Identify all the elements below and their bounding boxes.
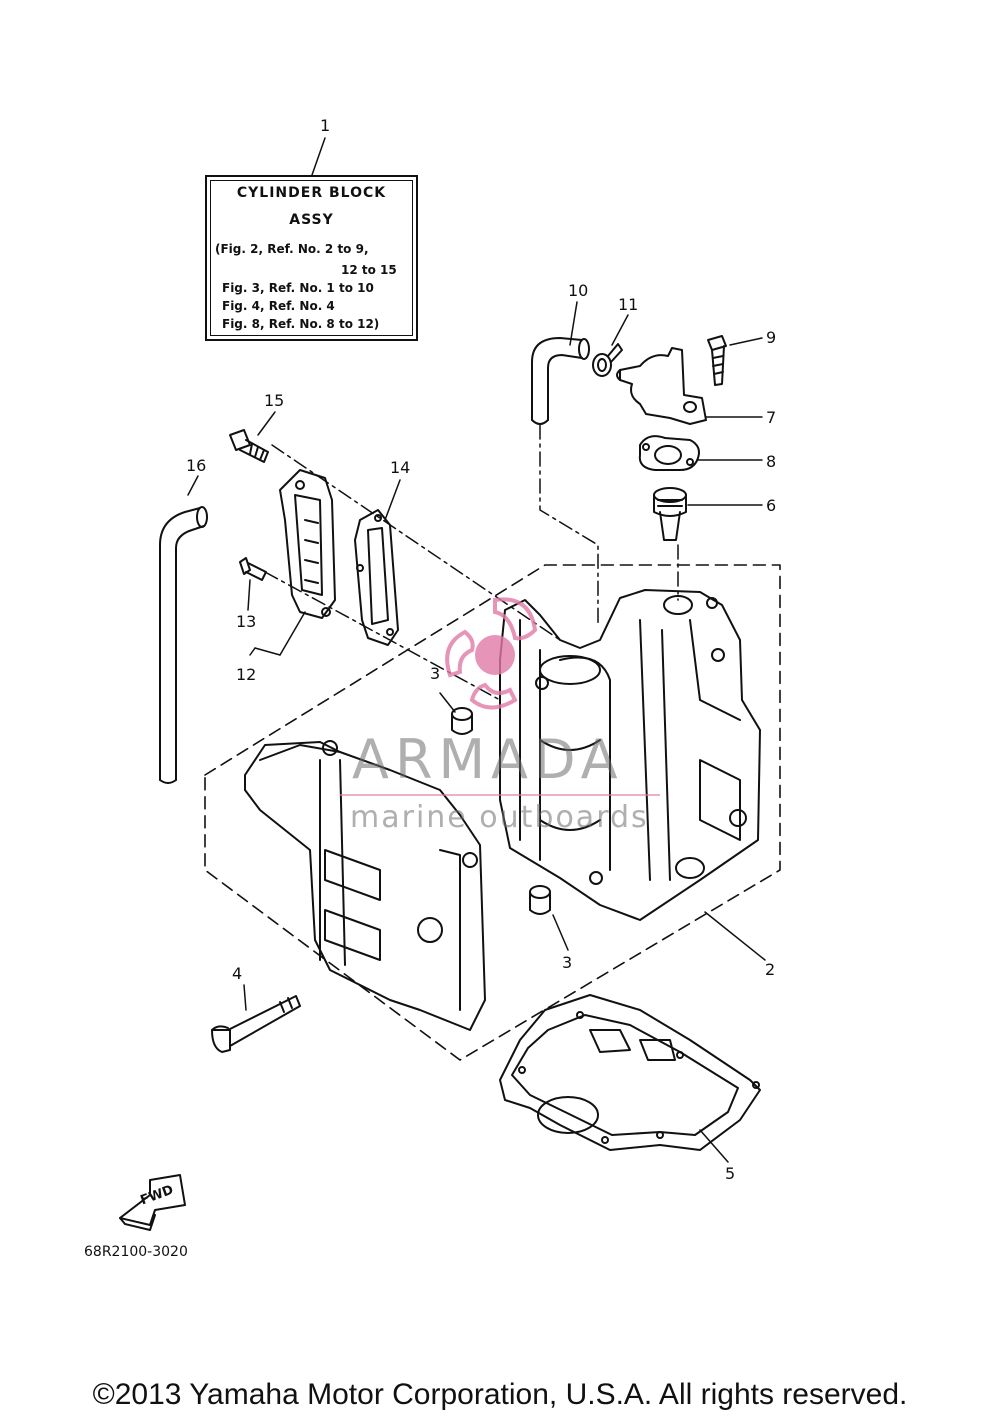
assy-ref-line: Fig. 8, Ref. No. 8 to 12): [222, 317, 380, 331]
callout-4: 4: [232, 964, 243, 983]
exhaust-cover-part-12: [279, 469, 336, 619]
assembly-dashed-outline: [204, 564, 781, 1061]
clip-part-11: [592, 343, 623, 377]
callout-9: 9: [766, 328, 777, 347]
hose-part-10: [531, 337, 590, 425]
callout-3-lower: 3: [562, 953, 573, 972]
assy-title-line1: CYLINDER BLOCK: [236, 185, 387, 201]
watermark-brand: ARMADA: [352, 728, 624, 791]
callout-6: 6: [766, 496, 777, 515]
bolt-part-15: [229, 429, 269, 463]
bolt-part-9: [707, 335, 727, 386]
thermostat-cover-part-7: [616, 347, 707, 425]
gasket-part-8: [638, 435, 700, 471]
assembly-info-box: CYLINDER BLOCK ASSY (Fig. 2, Ref. No. 2 …: [205, 175, 418, 341]
exhaust-gasket-part-14: [354, 509, 399, 646]
diagram-part-number: 68R2100-3020: [84, 1244, 188, 1260]
callout-12: 12: [236, 665, 257, 684]
crankcase-half: [244, 740, 486, 1031]
callout-14: 14: [390, 458, 411, 477]
assy-ref-line: Fig. 3, Ref. No. 1 to 10: [222, 281, 374, 295]
assy-ref-line: (Fig. 2, Ref. No. 2 to 9,: [215, 242, 369, 256]
callout-13: 13: [236, 612, 257, 631]
callout-2: 2: [765, 960, 776, 979]
watermark-tagline: marine outboards: [350, 800, 649, 835]
callout-3-upper: 3: [430, 664, 441, 683]
hose-part-16: [159, 506, 208, 784]
assy-ref-line: Fig. 4, Ref. No. 4: [222, 299, 335, 313]
cylinder-block-part-2: [499, 589, 761, 921]
callout-10: 10: [568, 281, 589, 300]
callout-15: 15: [264, 391, 285, 410]
callout-5: 5: [725, 1164, 736, 1183]
callout-11: 11: [618, 295, 639, 314]
callout-16: 16: [186, 456, 207, 475]
copyright-notice: ©2013 Yamaha Motor Corporation, U.S.A. A…: [92, 1378, 908, 1411]
callout-1: 1: [320, 116, 331, 135]
callout-7: 7: [766, 408, 777, 427]
bolt-part-4: [211, 995, 301, 1053]
thermostat-part-6: [653, 487, 687, 541]
dowel-part-3-upper: [451, 707, 473, 735]
assy-ref-line: 12 to 15: [341, 263, 397, 277]
assy-title-line2: ASSY: [289, 212, 334, 228]
bolt-part-13: [239, 557, 267, 581]
callout-8: 8: [766, 452, 777, 471]
gasket-part-5: [499, 994, 761, 1151]
watermark-logo-icon: [340, 597, 660, 796]
dowel-part-3-lower: [529, 885, 551, 915]
fwd-arrow-icon: [119, 1174, 186, 1231]
